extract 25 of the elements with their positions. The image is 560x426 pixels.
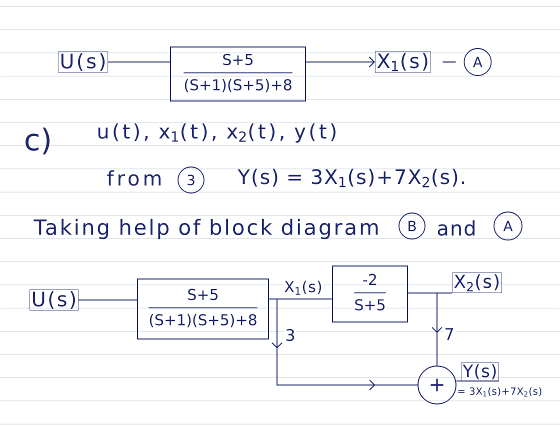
transfer-function-box: -2 S+5 xyxy=(332,266,408,322)
transfer-function-box: S+5 (S+1)(S+5)+8 xyxy=(170,46,306,102)
circled-letter: A xyxy=(464,48,492,76)
equation-text: Y(s) = 3X$_{1}$(s)+7X$_{2}$(s). xyxy=(238,168,464,188)
edge-label: 7 xyxy=(443,327,456,341)
equation-text: = 3X$_{1}$(s)+7X$_{2}$(s) xyxy=(458,387,542,397)
output-label: X$_{1}$(s) xyxy=(375,51,431,73)
input-label: U(s) xyxy=(58,51,108,73)
item-label: c) xyxy=(26,128,50,154)
note-text: and xyxy=(438,220,475,236)
circled-letter: B xyxy=(398,212,426,240)
edge-label: 3 xyxy=(284,328,296,342)
circled-number: 3 xyxy=(178,166,204,194)
connector-line xyxy=(456,380,500,382)
arrow xyxy=(306,56,375,68)
output-label: Y(s) xyxy=(461,362,499,381)
circled-letter: A xyxy=(494,212,522,240)
signal-label: X$_{2}$(s) xyxy=(452,272,502,293)
transfer-function-box: S+5 (S+1)(S+5)+8 xyxy=(137,278,269,340)
note-text: u(t), x$_{1}$(t), x$_{2}$(t), y(t) xyxy=(98,123,336,143)
edge-label: X$_{1}$(s) xyxy=(283,280,324,296)
note-text: from xyxy=(107,170,161,186)
input-label: U(s) xyxy=(30,289,78,311)
summing-junction: + xyxy=(418,366,456,404)
note-text: Taking help of block diagram xyxy=(34,218,378,240)
